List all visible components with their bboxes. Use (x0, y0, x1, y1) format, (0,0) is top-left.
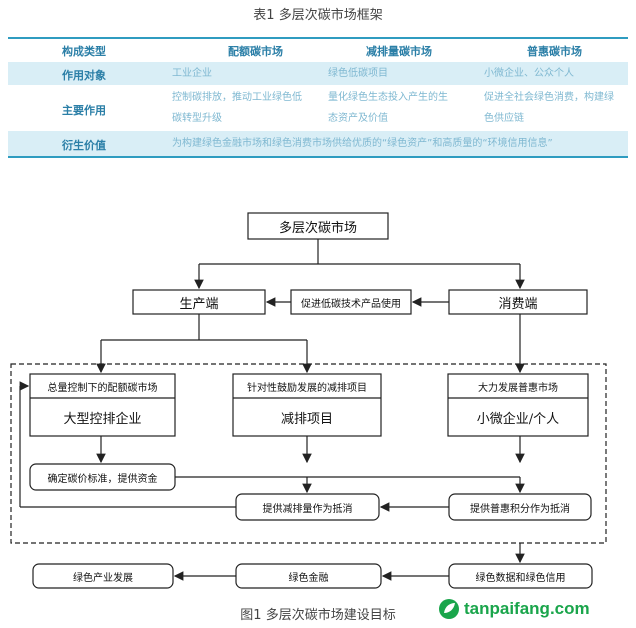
header-inclusive: 普惠碳市场 (527, 45, 582, 58)
node-price: 确定碳价标准，提供资金 (47, 473, 158, 485)
table-title: 表1 多层次碳市场框架 (253, 8, 383, 23)
box-top (247, 212, 389, 240)
node-finance: 绿色金融 (288, 572, 329, 584)
node-data-credit: 绿色数据和绿色信用 (475, 572, 566, 584)
figure-caption: 图1 多层次碳市场建设目标 (240, 608, 396, 623)
row-label-target: 作用对象 (62, 69, 106, 82)
quota-main: 大型控排企业 (63, 411, 142, 427)
node-top: 多层次碳市场 (278, 220, 357, 236)
cell-derived-value: 为构建绿色金融市场和绿色消费市场供给优质的“绿色资产”和高质量的“环境信用信息” (172, 138, 553, 149)
cell-quota-target: 工业企业 (172, 68, 212, 79)
box-industry (32, 563, 174, 589)
header-type: 构成类型 (62, 45, 106, 58)
node-offset1: 提供减排量作为抵消 (262, 503, 353, 515)
table-bottom-rule (8, 156, 628, 158)
box-producer (132, 289, 266, 315)
table-row (8, 62, 628, 85)
node-industry: 绿色产业发展 (73, 572, 133, 584)
cell-reduction-target: 绿色低碳项目 (328, 68, 388, 79)
reduction-title: 针对性鼓励发展的减排项目 (247, 382, 367, 394)
quota-title: 总量控制下的配额碳市场 (47, 382, 158, 394)
node-middle: 促进低碳技术产品使用 (301, 298, 401, 310)
header-reduction: 减排量碳市场 (366, 45, 432, 58)
leaf-logo-icon (439, 599, 459, 619)
cell-inclusive-function-2: 色供应链 (484, 113, 524, 124)
header-quota: 配额碳市场 (228, 45, 283, 58)
cell-inclusive-target: 小微企业、公众个人 (484, 68, 574, 79)
table-row (8, 131, 628, 156)
cell-quota-function-2: 碳转型升级 (172, 113, 222, 124)
box-inclusive (447, 373, 589, 437)
cell-inclusive-function-1: 促进全社会绿色消费，构建绿 (484, 92, 614, 103)
box-reduction (232, 373, 382, 437)
box-middle (290, 289, 412, 315)
reduction-main: 减排项目 (280, 411, 333, 427)
table-top-rule (8, 37, 628, 39)
inclusive-title: 大力发展普惠市场 (478, 382, 558, 394)
node-consumer: 消费端 (498, 296, 538, 312)
row-label-value: 衍生价值 (62, 139, 106, 152)
node-offset2: 提供普惠积分作为抵消 (470, 503, 570, 515)
watermark: tanpaifang.com (438, 598, 590, 620)
cell-quota-function-1: 控制碳排放，推动工业绿色低 (172, 92, 302, 103)
table-row (8, 85, 628, 131)
row-label-function: 主要作用 (62, 104, 106, 117)
inclusive-main: 小微企业/个人 (476, 411, 560, 427)
cell-reduction-function-2: 态资产及价值 (328, 113, 388, 124)
watermark-text: tanpaifang.com (464, 599, 590, 618)
box-quota (29, 373, 176, 437)
node-producer: 生产端 (179, 296, 219, 312)
cell-reduction-function-1: 量化绿色生态投入产生的生 (328, 92, 448, 103)
table-header-row (8, 39, 628, 62)
